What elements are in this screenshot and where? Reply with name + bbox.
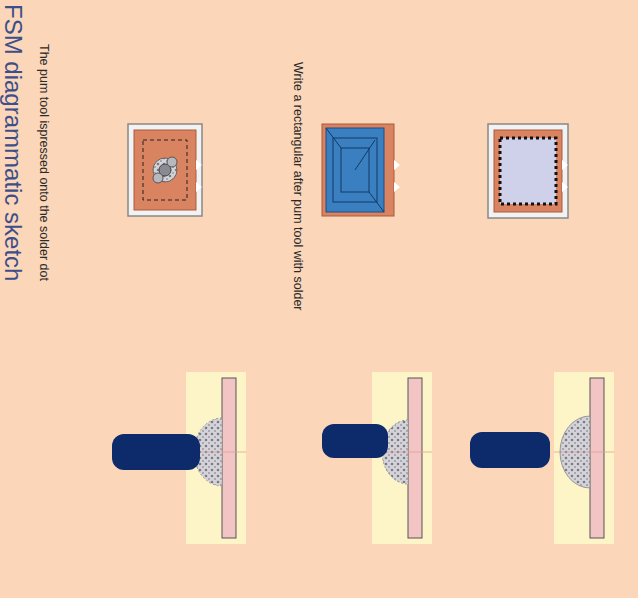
ground [6,0,638,598]
side-view-write [322,372,432,544]
step-label: The pum tool ispressed onto the solder d… [36,44,52,281]
top-view-result [488,124,568,218]
title: FSM diagrammatic sketch [0,4,26,281]
top-view-press [128,124,202,216]
side-view-result [470,372,614,544]
step-label: Write a rectangular after pum tool with … [290,62,306,311]
top-view-write [322,124,400,216]
side-view-press [112,372,246,544]
